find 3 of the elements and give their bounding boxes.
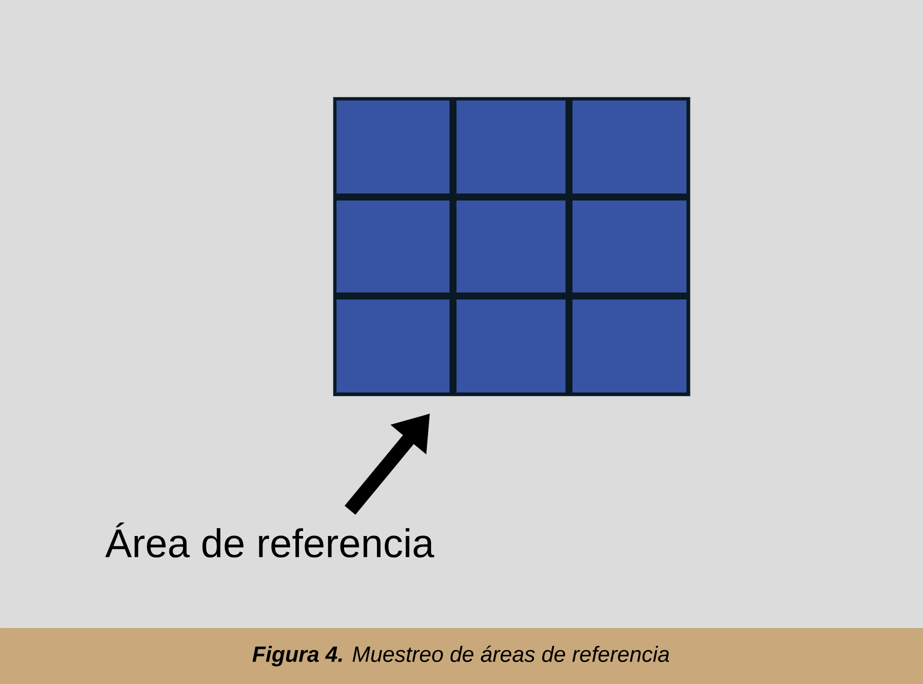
grid-drawing	[333, 97, 690, 396]
area-label: Área de referencia	[105, 522, 434, 558]
caption: Figura 4. Muestreo de áreas de referencia	[252, 646, 670, 666]
